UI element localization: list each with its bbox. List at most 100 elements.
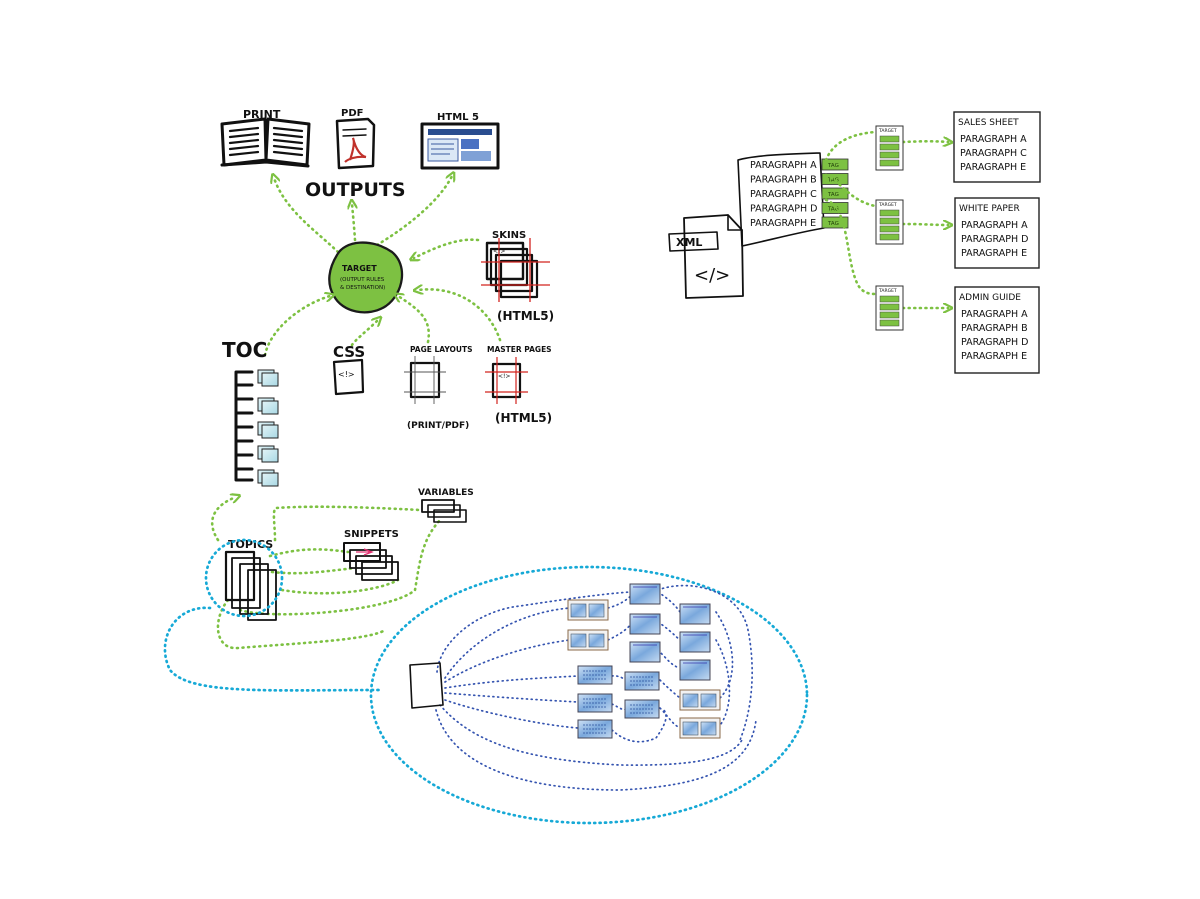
css-file-icon [332,358,365,396]
variables-stack-icon [421,499,467,523]
target-tag-boxes: TARGET TARGET TARGET [875,125,904,331]
html5-screen-icon [420,122,500,170]
outputs-title: OUTPUTS [305,179,406,201]
repository-node [567,599,609,621]
variables-label: VARIABLES [418,488,474,498]
target-box-label: TARGET [878,128,897,134]
xml-to-target-connectors [824,130,948,308]
target-tag-box: TARGET [875,199,904,245]
target-tag-chip [879,143,900,151]
output-document: SALES SHEET PARAGRAPH A PARAGRAPH C PARAGRA… [953,111,1041,183]
xml-tag-label: TAG [827,178,839,184]
xml-code-glyph: </> [694,265,730,286]
xml-tag-label: TAG [827,207,839,213]
master-pages-label: MASTER PAGES [487,345,552,354]
inputs-to-target-connectors [263,238,502,357]
target-tag-box: TARGET [875,125,904,171]
target-tag-chip [879,295,900,303]
repository-node [629,641,661,663]
repository-node [629,583,661,605]
document-paragraph: PARAGRAPH A [961,309,1028,320]
output-documents: SALES SHEET PARAGRAPH A PARAGRAPH C PARAGRA… [953,111,1041,374]
repository-node [679,689,721,711]
document-paragraph: PARAGRAPH D [961,234,1028,245]
outputs-group: PRINT PDF HTML 5 OUTPUTS [220,108,500,201]
target-box-label: TARGET [878,202,897,208]
target-tag-chip [879,217,900,225]
document-paragraph: PARAGRAPH E [961,351,1027,362]
print-book-icon [220,117,311,168]
skins-note: (HTML5) [497,309,554,323]
pdf-file-icon [335,117,376,170]
repository-links [435,584,757,791]
document-paragraph: PARAGRAPH A [960,134,1027,145]
target-tag-chip [879,225,900,233]
target-title: TARGET [342,264,377,273]
css-glyph: <!> [338,370,355,379]
topics-stack-icon [224,550,277,621]
xml-tag-label: TAG [827,192,839,198]
target-tag-chip [879,311,900,319]
output-document: ADMIN GUIDE PARAGRAPH A PARAGRAPH B PARAGRA… [954,286,1040,374]
toc-tree-icon [234,369,279,487]
document-paragraph: PARAGRAPH C [960,148,1027,159]
target-tag-chip [879,303,900,311]
repository-node [577,693,613,713]
topics-to-toc-connectors [210,497,442,650]
target-to-output-connectors [274,176,452,254]
document-title: ADMIN GUIDE [959,293,1021,303]
xml-paragraph: PARAGRAPH D [750,204,817,215]
svg-text:<!>: <!> [493,248,505,255]
document-title: WHITE PAPER [959,204,1020,214]
target-tag-chip [879,151,900,159]
document-paragraph: PARAGRAPH B [961,323,1028,334]
xml-tag-label: TAG [827,163,839,169]
repository-node [567,629,609,651]
html5-label: HTML 5 [437,112,479,123]
skins-label: SKINS [492,230,526,241]
snippets-stack-icon [343,542,399,581]
target-tag-box: TARGET [875,285,904,331]
target-line3: & DESTINATION) [340,285,385,291]
repository-node [577,665,613,685]
xml-tag-chip [821,158,849,171]
target-node: TARGET (OUTPUT RULES & DESTINATION) [328,241,404,314]
target-tag-chip [879,209,900,217]
document-paragraph: PARAGRAPH E [960,162,1026,173]
toc-label: TOC [222,338,267,362]
output-document: WHITE PAPER PARAGRAPH A PARAGRAPH D PARAGRA… [954,197,1040,269]
document-paragraph: PARAGRAPH D [961,337,1028,348]
page-layouts-icon [404,356,446,404]
target-tag-chip [879,319,900,327]
master-pages-icon: <!> [485,357,528,404]
repository-node [624,699,660,719]
repository-node [624,671,660,691]
target-box-label: TARGET [878,288,897,294]
repository-node [577,719,613,739]
repository-node [679,631,711,653]
document-title: SALES SHEET [958,118,1019,128]
repository-node [679,659,711,681]
document-paragraph: PARAGRAPH E [961,248,1027,259]
skins-stack-icon: <!> [481,238,550,302]
xml-tag-chip [821,173,849,185]
page-layouts-label: PAGE LAYOUTS [410,345,473,354]
repository-node [629,613,661,635]
svg-text:<!>: <!> [498,373,510,380]
pdf-label: PDF [341,108,363,119]
topics-highlight-ring [204,538,284,618]
xml-label: XML [676,236,702,249]
document-paragraph: PARAGRAPH A [961,220,1028,231]
target-tag-chip [879,233,900,241]
css-label: CSS [333,343,365,361]
page-layouts-note: (PRINT/PDF) [407,421,469,431]
xml-tag-chip [821,216,849,229]
target-line2: (OUTPUT RULES [340,277,385,283]
xml-paragraph: PARAGRAPH C [750,189,817,200]
xml-paragraph: PARAGRAPH A [750,160,817,171]
repository-nodes [567,583,721,739]
repository-node [679,717,721,739]
